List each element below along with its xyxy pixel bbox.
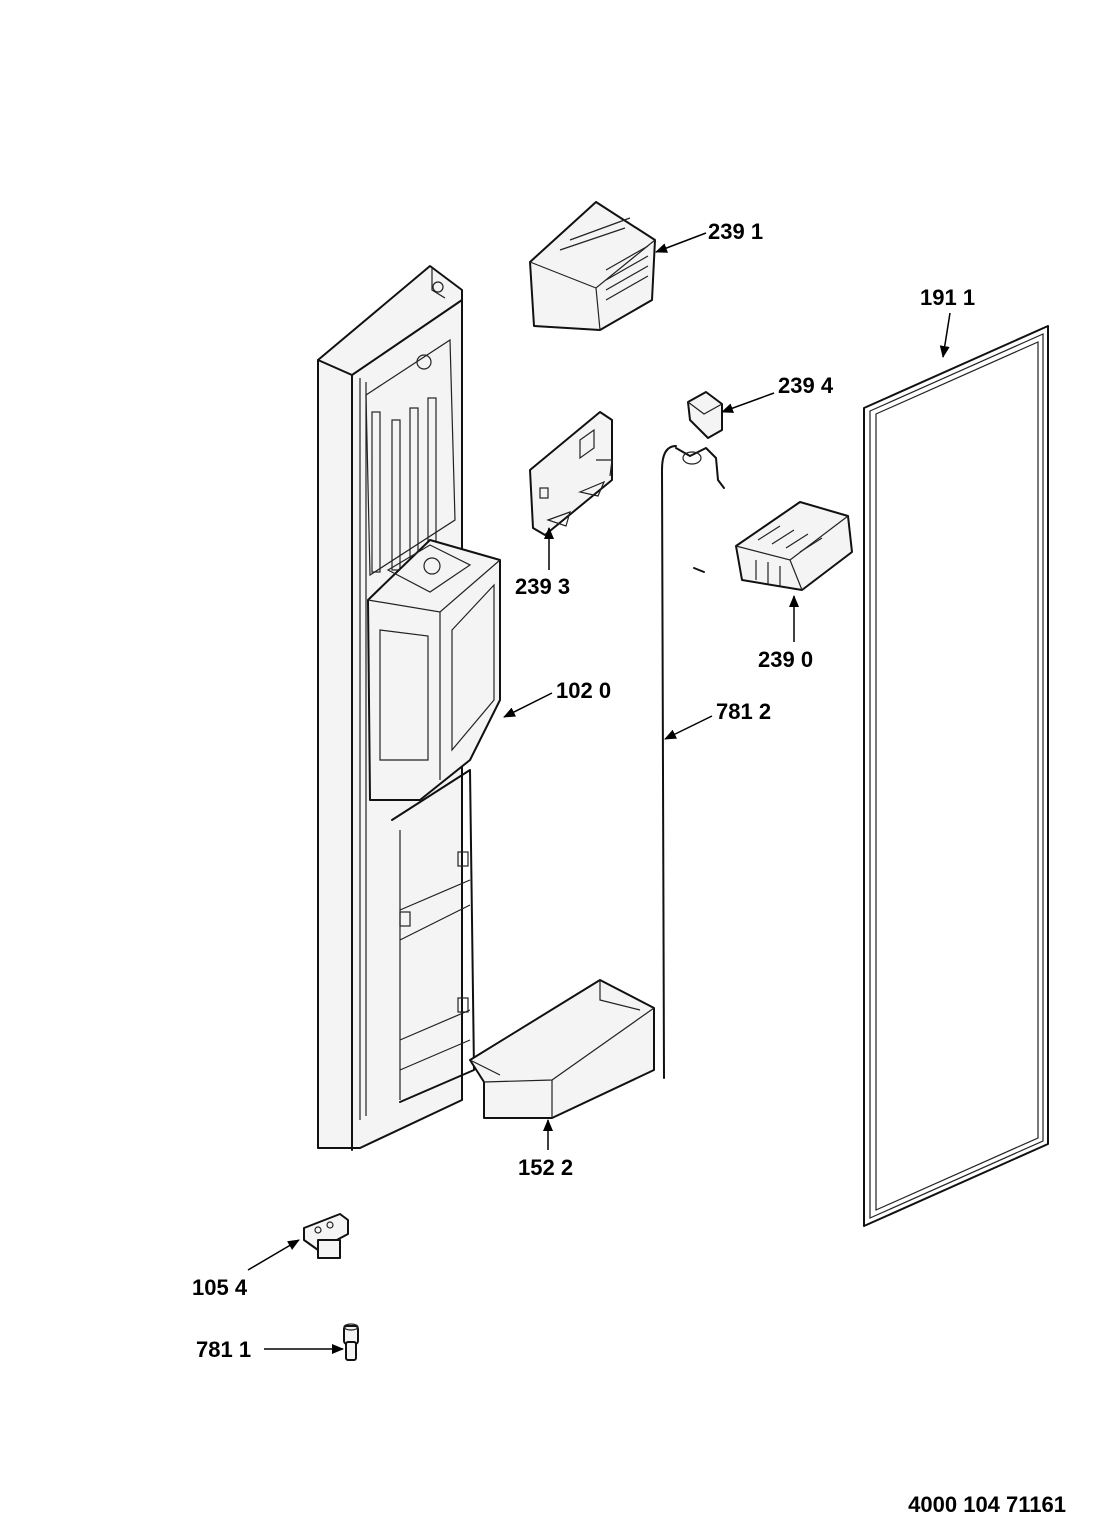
clip-part xyxy=(687,391,723,439)
document-number: 4000 104 71161 xyxy=(908,1492,1066,1517)
pin-part xyxy=(343,1323,359,1361)
leader-hinge xyxy=(247,1239,300,1271)
door-bin-part xyxy=(469,979,655,1119)
water-valve-part xyxy=(675,447,725,489)
leader-lines xyxy=(247,232,951,1354)
leader-gasket xyxy=(939,312,951,358)
callout-label: 102 0 xyxy=(556,678,611,703)
callout-label: 781 2 xyxy=(716,699,771,724)
gasket-part xyxy=(863,325,1049,1227)
callout-labels: 239 1 191 1 239 4 239 3 239 0 102 0 781 … xyxy=(192,219,975,1362)
shelf-cover-part xyxy=(529,201,656,331)
callout-label: 239 4 xyxy=(778,373,834,398)
callout-label: 239 3 xyxy=(515,574,570,599)
callout-label: 239 1 xyxy=(708,219,763,244)
hinge-part xyxy=(303,1213,349,1259)
callout-label: 239 0 xyxy=(758,647,813,672)
callout-label: 152 2 xyxy=(518,1155,573,1180)
ice-tray-part xyxy=(693,501,853,591)
leader-water-tube xyxy=(664,715,713,740)
water-tube-part xyxy=(661,445,677,1079)
callout-label: 781 1 xyxy=(196,1337,251,1362)
leader-door-liner xyxy=(503,692,553,718)
callout-label: 191 1 xyxy=(920,285,975,310)
dispenser-bracket-part xyxy=(529,411,613,536)
leader-clip xyxy=(721,392,775,413)
leader-shelf-cover xyxy=(655,232,707,253)
door-liner-part xyxy=(317,265,501,1151)
callout-label: 105 4 xyxy=(192,1275,248,1300)
